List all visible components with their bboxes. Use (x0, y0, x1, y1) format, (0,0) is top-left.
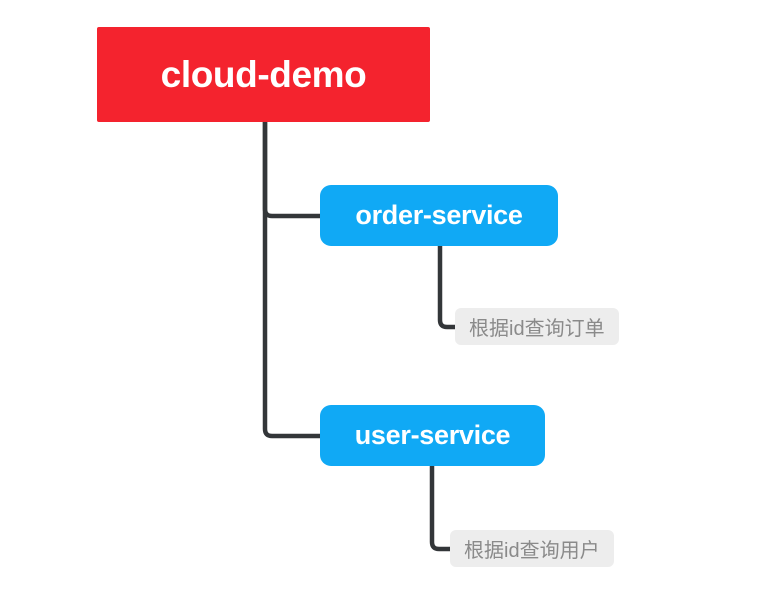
leaf-label-order-query[interactable]: 根据id查询订单 (455, 308, 619, 345)
node-root-label: cloud-demo (160, 53, 367, 95)
node-service-user[interactable]: user-service (320, 405, 545, 466)
node-service-order-label: order-service (355, 200, 523, 230)
leaf-label-order-query-text: 根据id查询订单 (469, 318, 605, 340)
leaf-label-user-query-text: 根据id查询用户 (464, 540, 600, 562)
node-service-order[interactable]: order-service (320, 185, 558, 246)
node-service-user-label: user-service (354, 420, 511, 450)
connector-root-to-user (262, 119, 323, 439)
connector-root-to-order (262, 119, 323, 219)
node-root-cloud-demo[interactable]: cloud-demo (97, 27, 430, 122)
leaf-label-user-query[interactable]: 根据id查询用户 (450, 530, 614, 567)
